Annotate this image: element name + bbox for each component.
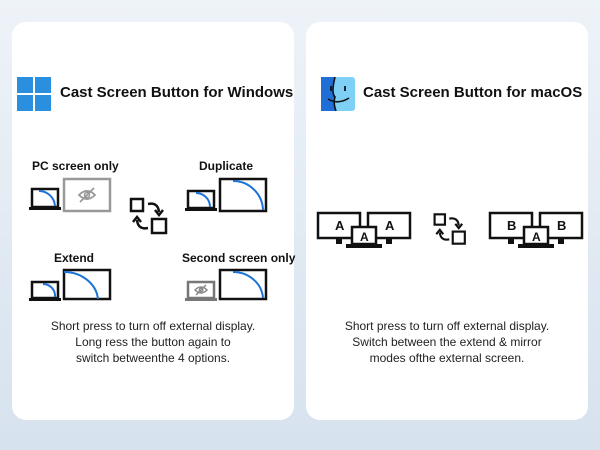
description-line: Switch between the extend & mirror: [352, 335, 542, 349]
mode-label-duplicate: Duplicate: [199, 159, 254, 173]
mode-label-extend: Extend: [54, 251, 95, 265]
monitor-icon: [218, 177, 268, 213]
pc-screen-only-illustration: [29, 177, 112, 213]
windows-description: Short press to turn off external display…: [12, 318, 294, 366]
cycle-arrows-icon: [129, 197, 168, 235]
mac-card: Cast Screen Button for macOS A A A: [306, 22, 588, 420]
mac-extend-illustration: A A A: [316, 210, 412, 252]
monitor-letter: B: [507, 218, 517, 233]
monitor-icon: [218, 268, 268, 301]
mac-title: Cast Screen Button for macOS: [363, 84, 583, 101]
description-line: modes ofthe external screen.: [369, 351, 525, 365]
eye-off-icon: [193, 284, 209, 296]
windows-card: Cast Screen Button for Windows PC screen…: [12, 22, 296, 420]
second-screen-only-illustration: [185, 268, 268, 301]
description-line: Short press to turn off external display…: [50, 319, 256, 333]
mac-mirror-monitors: [488, 211, 584, 248]
monitor-letter: B: [557, 218, 567, 233]
duplicate-illustration: [185, 177, 268, 213]
finder-logo-icon: [321, 77, 355, 111]
mac-extend-monitors: [316, 211, 412, 248]
extend-illustration: [29, 268, 112, 301]
laptop-letter: A: [360, 230, 369, 244]
windows-title: Cast Screen Button for Windows: [60, 84, 294, 101]
description-line: Short press to turn off external display…: [344, 319, 550, 333]
laptop-icon: [185, 189, 217, 211]
laptop-off-icon: [185, 280, 217, 301]
laptop-letter: A: [532, 230, 541, 244]
cycle-arrows-icon: [433, 213, 466, 245]
monitor-letter: A: [385, 218, 395, 233]
description-line: Long ress the button again to: [75, 335, 231, 349]
mac-description: Short press to turn off external display…: [306, 318, 588, 366]
laptop-icon: [29, 187, 61, 210]
description-line: switch betweenthe 4 options.: [75, 351, 231, 365]
monitor-off-icon: [62, 177, 112, 213]
mode-label-pc-only: PC screen only: [32, 159, 119, 173]
monitor-icon: [62, 268, 112, 301]
mac-mirror-illustration: B B A: [488, 210, 584, 252]
monitor-letter: A: [335, 218, 345, 233]
eye-off-icon: [77, 187, 97, 203]
windows-logo-icon: [17, 77, 51, 111]
mode-label-second-only: Second screen only: [182, 251, 296, 265]
laptop-icon: [29, 280, 61, 301]
